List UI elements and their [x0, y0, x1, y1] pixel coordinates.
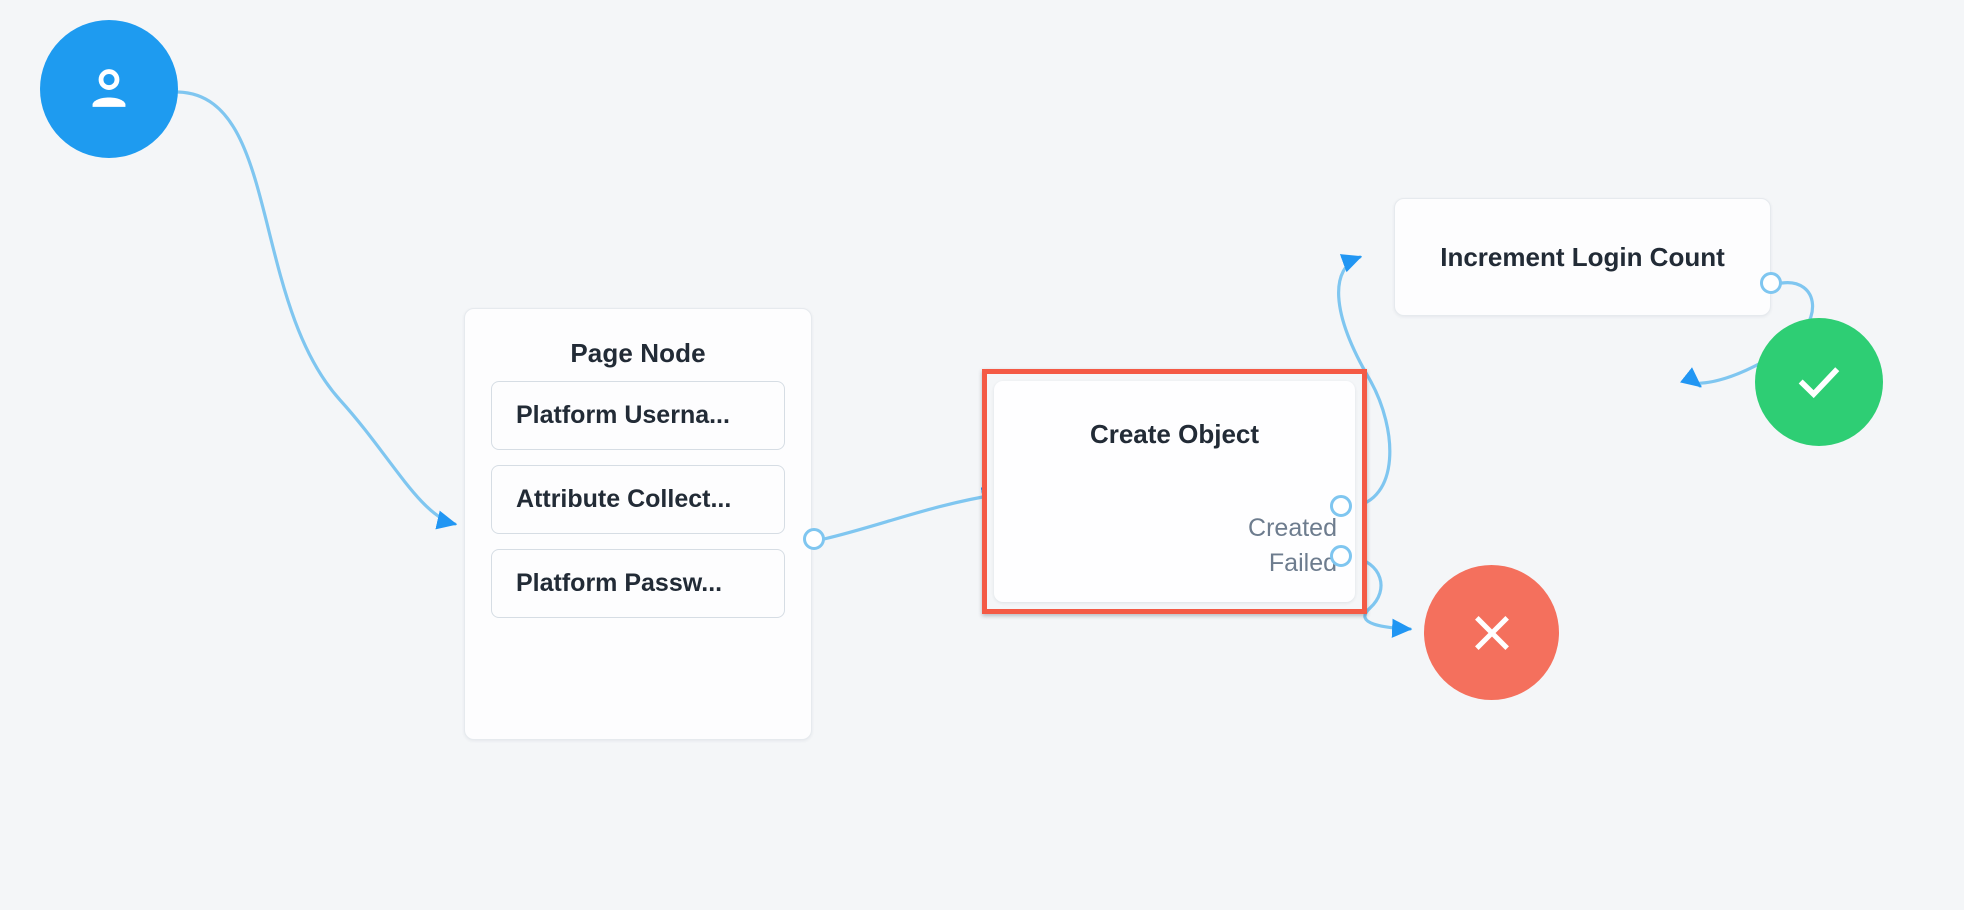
success-node[interactable] [1755, 318, 1883, 446]
create-object-title: Create Object [1089, 419, 1260, 449]
page-node[interactable]: Page Node Platform Userna... Attribute C… [464, 308, 812, 740]
edge-page-node-to-create-object [822, 487, 1003, 541]
create-object-port-created-label: Created [1248, 514, 1337, 542]
failure-node[interactable] [1424, 565, 1559, 700]
page-node-output-port[interactable] [803, 528, 825, 550]
page-node-item-label: Attribute Collect... [516, 485, 732, 513]
create-object-output-port-failed[interactable] [1330, 545, 1352, 567]
start-node[interactable] [40, 20, 178, 158]
create-object-selection-outline[interactable]: Create Object Created Failed [982, 369, 1367, 614]
page-node-item-platform-username[interactable]: Platform Userna... [491, 381, 785, 450]
edge-start-to-page-node [176, 90, 458, 530]
create-object-port-list: Created Failed [1248, 516, 1337, 576]
close-icon [1466, 607, 1518, 659]
page-node-item-label: Platform Passw... [516, 569, 723, 597]
page-node-item-label: Platform Userna... [516, 401, 730, 429]
user-icon [80, 60, 138, 118]
page-node-item-attribute-collector[interactable]: Attribute Collect... [491, 465, 785, 534]
create-object-node[interactable]: Create Object Created Failed [994, 381, 1355, 602]
page-node-item-list: Platform Userna... Attribute Collect... … [465, 375, 811, 644]
check-icon [1791, 354, 1847, 410]
page-node-item-platform-password[interactable]: Platform Passw... [491, 549, 785, 618]
increment-login-count-output-port[interactable] [1760, 272, 1782, 294]
page-node-title: Page Node [570, 338, 706, 368]
create-object-port-failed-label: Failed [1268, 549, 1337, 577]
increment-login-count-title: Increment Login Count [1440, 241, 1725, 272]
create-object-output-port-created[interactable] [1330, 495, 1352, 517]
increment-login-count-node[interactable]: Increment Login Count [1394, 198, 1771, 316]
